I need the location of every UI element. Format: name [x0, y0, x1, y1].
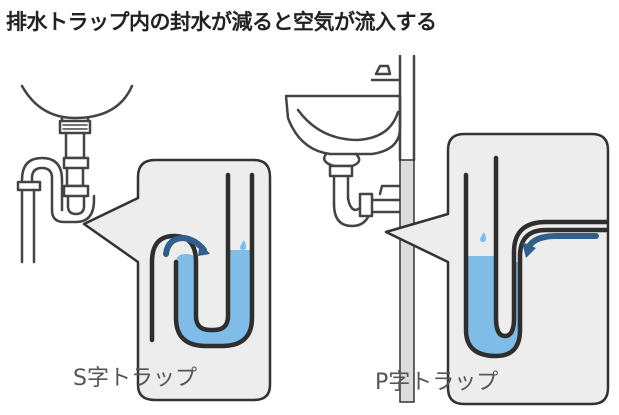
s-trap-pipe-walls — [149, 172, 255, 349]
s-trap-air-flow-arrow — [163, 234, 207, 257]
p-trap-water-drop — [480, 232, 486, 242]
wall-strip — [399, 159, 415, 403]
s-trap-water-drop — [240, 240, 246, 250]
diagram-title: 排水トラップ内の封水が減ると空気が流入する — [6, 10, 437, 34]
s-trap-label: S字トラップ — [73, 366, 197, 391]
washbasin-outline — [20, 84, 134, 120]
p-trap-label: P字トラップ — [375, 370, 499, 395]
p-trap-fixture-sketch — [284, 54, 416, 228]
s-trap-fixture-sketch — [16, 84, 134, 264]
p-trap-seal-water — [466, 256, 520, 356]
p-trap-pipe-walls — [463, 155, 609, 359]
wall-basin-outline — [284, 94, 402, 156]
